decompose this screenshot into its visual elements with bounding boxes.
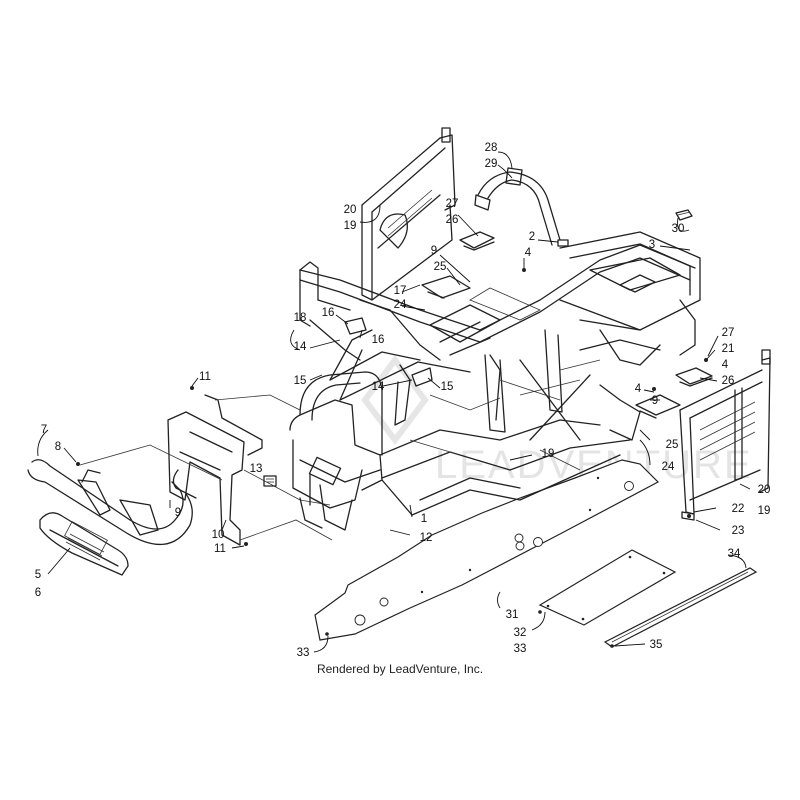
callout-11: 11 — [214, 543, 226, 555]
callout-20: 20 — [344, 204, 357, 216]
callout-24: 24 — [394, 299, 407, 311]
callout-5: 5 — [35, 569, 41, 581]
callout-1: 1 — [421, 513, 427, 525]
callout-31: 31 — [506, 609, 519, 621]
callout-3: 3 — [649, 239, 655, 251]
callout-32: 32 — [514, 627, 527, 639]
skid-plate — [538, 549, 677, 626]
callout-35: 35 — [650, 639, 663, 651]
callout-26: 26 — [446, 214, 459, 226]
callout-9: 9 — [431, 245, 437, 257]
callout-14: 14 — [294, 341, 307, 353]
callout-11: 11 — [199, 371, 211, 383]
left-rops-side — [361, 127, 456, 301]
side-strip — [603, 567, 758, 648]
right-rops-side — [679, 349, 771, 521]
callout-21: 21 — [722, 343, 735, 355]
callout-24: 24 — [662, 461, 675, 473]
rops-top-bar — [474, 167, 561, 246]
credit-text: Rendered by LeadVenture, Inc. — [317, 662, 483, 676]
callout-20: 20 — [758, 484, 771, 496]
callout-30: 30 — [672, 223, 685, 235]
callout-16: 16 — [372, 334, 385, 346]
callout-2: 2 — [529, 231, 535, 243]
callout-33: 33 — [514, 643, 527, 655]
alignment-lines — [79, 394, 333, 541]
callout-16: 16 — [322, 307, 335, 319]
callout-29: 29 — [485, 158, 498, 170]
callout-10: 10 — [212, 529, 225, 541]
floor-panel — [314, 459, 659, 641]
callout-19: 19 — [542, 448, 555, 460]
callout-34: 34 — [728, 548, 741, 560]
callout-9: 9 — [652, 395, 658, 407]
callout-leaders — [37, 151, 751, 653]
callout-28: 28 — [485, 142, 498, 154]
front-bumper-bracket — [167, 394, 263, 546]
callout-15: 15 — [441, 381, 454, 393]
callout-26: 26 — [722, 375, 735, 387]
callout-25: 25 — [666, 439, 679, 451]
callout-4: 4 — [525, 247, 532, 259]
callout-27: 27 — [446, 198, 459, 210]
callout-4: 4 — [635, 383, 642, 395]
callout-33: 33 — [297, 647, 310, 659]
front-bumper — [27, 459, 193, 545]
callout-4: 4 — [722, 359, 729, 371]
callout-23: 23 — [732, 525, 745, 537]
callout-18: 18 — [294, 312, 307, 324]
callout-9: 9 — [175, 507, 181, 519]
callout-12: 12 — [420, 532, 433, 544]
callout-7: 7 — [41, 424, 47, 436]
watermark: LEADVENTURE — [361, 355, 751, 487]
callout-15: 15 — [294, 375, 307, 387]
callout-19: 19 — [758, 505, 771, 517]
callout-14: 14 — [372, 381, 385, 393]
callout-19: 19 — [344, 220, 357, 232]
callout-13: 13 — [250, 463, 263, 475]
callout-25: 25 — [434, 261, 447, 273]
mounting-brackets — [76, 209, 713, 648]
callout-22: 22 — [732, 503, 745, 515]
callout-8: 8 — [55, 441, 61, 453]
callout-6: 6 — [35, 587, 41, 599]
main-frame — [289, 231, 701, 531]
callout-17: 17 — [394, 285, 407, 297]
front-skid-guard — [39, 512, 129, 576]
callout-27: 27 — [722, 327, 735, 339]
